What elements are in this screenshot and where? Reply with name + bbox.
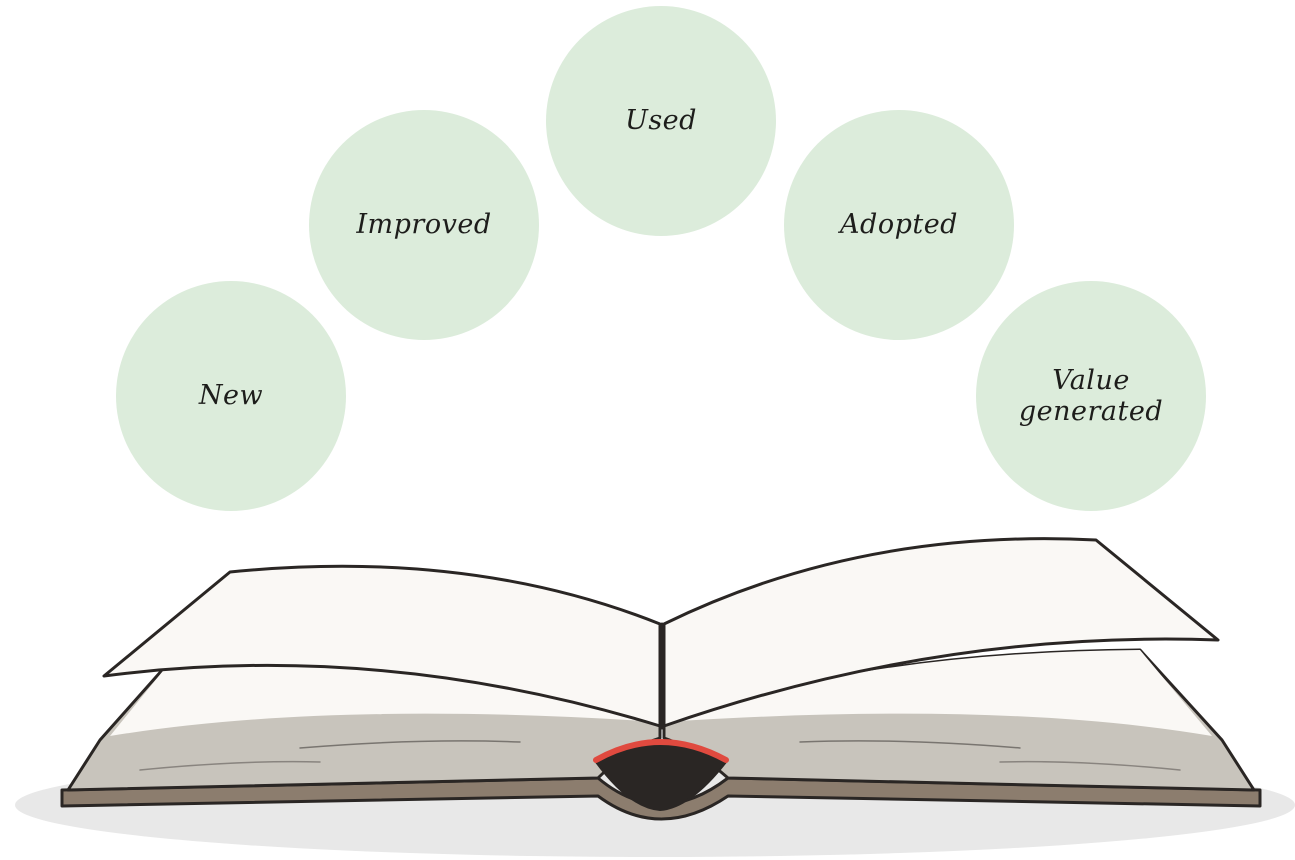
stage-bubble-used: Used (546, 6, 776, 236)
stage-bubble-new: New (116, 281, 346, 511)
stage-label-used: Used (625, 105, 697, 136)
stage-label-value-generated: Value generated (1019, 365, 1163, 427)
stage-label-adopted: Adopted (840, 209, 958, 240)
stage-bubble-value-generated: Value generated (976, 281, 1206, 511)
stage-bubble-adopted: Adopted (784, 110, 1014, 340)
stage-bubble-improved: Improved (309, 110, 539, 340)
stage-label-new: New (199, 380, 263, 411)
stage-label-improved: Improved (356, 209, 491, 240)
